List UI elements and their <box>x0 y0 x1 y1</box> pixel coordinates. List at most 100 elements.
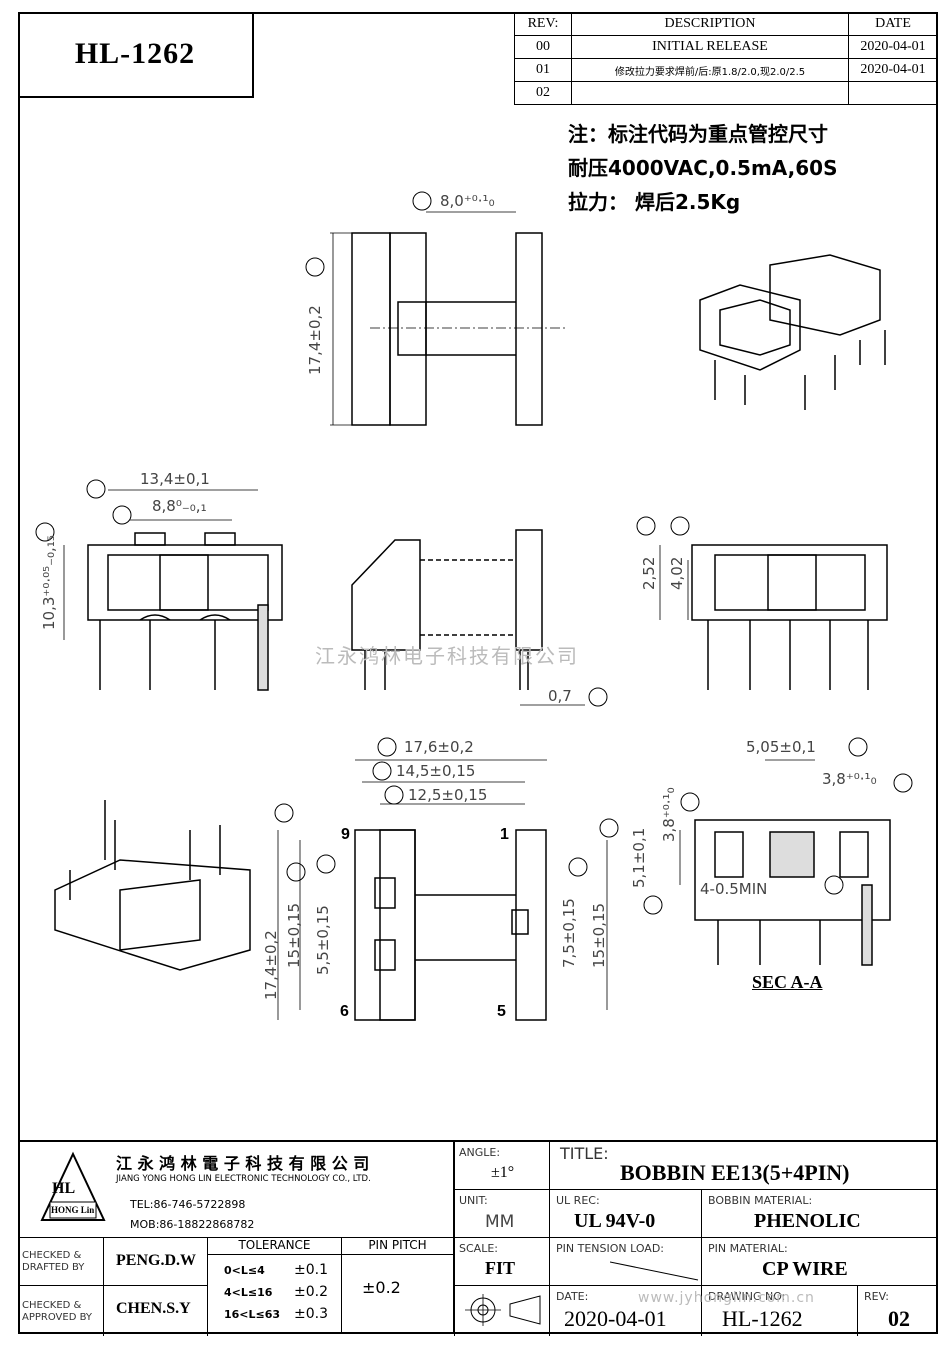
logo-text: HL <box>52 1180 76 1197</box>
dim-r: 5,05±0,1 <box>746 738 816 756</box>
ul-label: UL REC: <box>556 1194 600 1207</box>
checked-approved-value: CHEN.S.Y <box>116 1300 191 1317</box>
dim-j: 5,5±0,15 <box>314 905 332 975</box>
front-view <box>63 489 283 691</box>
pin-tension-slash <box>610 1261 699 1281</box>
date-cell: 2020-04-01 <box>848 58 938 82</box>
angle-label: ANGLE: <box>459 1146 501 1159</box>
description-cell: INITIAL RELEASE <box>571 35 849 59</box>
title-value: BOBBIN EE13(5+4PIN) <box>620 1160 850 1185</box>
dim-g: 4,02 <box>668 556 686 590</box>
bottom-view <box>277 759 608 1021</box>
dim-h: 17,4±0,2 <box>262 930 280 1000</box>
checked-drafted-value: PENG.D.W <box>116 1252 196 1269</box>
company-name-en: JIANG YONG HONG LIN ELECTRONIC TECHNOLOG… <box>116 1174 371 1184</box>
isometric-view-bottom <box>54 800 251 971</box>
pin-label: 9 <box>341 826 350 843</box>
date-value: 2020-04-01 <box>564 1306 667 1331</box>
pin-label: 5 <box>497 1003 506 1020</box>
dim-f: 2,52 <box>640 556 658 590</box>
pin-material-cell: PIN MATERIAL: CP WIRE <box>702 1238 938 1286</box>
drawing-no-cell: DRAWING NO: HL-1262 <box>702 1286 858 1336</box>
scale-label: SCALE: <box>459 1242 498 1255</box>
title-label: TITLE: <box>560 1144 609 1163</box>
company-name-cn: 江 永 鸿 林 電 子 科 技 有 限 公 司 <box>116 1154 370 1173</box>
date-cell: 2020-04-01 <box>848 35 938 59</box>
pin-pitch-value: ±0.2 <box>362 1278 401 1297</box>
dimension-markers <box>35 191 913 915</box>
rear-view <box>659 544 888 690</box>
bobbin-material-label: BOBBIN MATERIAL: <box>708 1194 813 1207</box>
logo-subtext: HONG Lin <box>51 1205 95 1215</box>
watermark: 江永鸿林电子科技有限公司 <box>315 644 579 668</box>
angle-cell: ANGLE: ±1° <box>454 1142 550 1190</box>
dim-n: 7,5±0,15 <box>560 898 578 968</box>
note-pull-force: 拉力： 焊后2.5Kg <box>568 190 741 214</box>
rev-cell: 02 <box>514 81 572 105</box>
bobbin-material-value: PHENOLIC <box>754 1210 861 1232</box>
revision-table: REV: DESCRIPTION DATE 00 INITIAL RELEASE… <box>514 12 938 105</box>
rev-value: 02 <box>888 1306 910 1331</box>
side-view <box>351 529 585 706</box>
ul-value: UL 94V-0 <box>574 1210 656 1232</box>
drawing-frame <box>18 12 938 1334</box>
tolerance-value: ±0.2 <box>294 1284 328 1300</box>
part-number: HL-1262 <box>18 12 254 98</box>
pin-pitch-cell: PIN PITCH ±0.2 <box>342 1238 454 1334</box>
scale-cell: SCALE: FIT <box>454 1238 550 1286</box>
dim-s: 3,8⁺⁰·¹₀ <box>822 770 877 788</box>
dim-m: 12,5±0,15 <box>408 786 488 804</box>
checked-drafted-label-cell: CHECKED & DRAFTED BY <box>18 1238 104 1286</box>
dim-d: 8,8⁰₋₀,₁ <box>152 497 207 515</box>
tolerance-cell: TOLERANCE 0<L≤4 ±0.1 4<L≤16 ±0.2 16<L≤63… <box>208 1238 342 1334</box>
dim-n2: 15±0,15 <box>590 902 608 968</box>
pin-pitch-label: PIN PITCH <box>342 1238 453 1255</box>
title-block: HL HONG Lin 江 永 鸿 林 電 子 科 技 有 限 公 司 JIAN… <box>18 1140 938 1336</box>
note-voltage: 耐压4000VAC,0.5mA,60S <box>568 156 838 180</box>
rev-cell: REV: 02 <box>858 1286 938 1336</box>
tolerance-value: ±0.3 <box>294 1306 328 1322</box>
tolerance-range: 16<L≤63 <box>224 1308 281 1321</box>
checked-approved-label-cell: CHECKED & APPROVED BY <box>18 1286 104 1336</box>
drawing-no-value: HL-1262 <box>722 1306 803 1331</box>
dim-a: 8,0⁺⁰·¹₀ <box>440 192 495 210</box>
company-logo <box>40 1151 106 1221</box>
date-cell: DATE: 2020-04-01 <box>550 1286 702 1336</box>
checked-drafted-label: CHECKED & DRAFTED BY <box>22 1250 85 1273</box>
footer-watermark: www.jyhonglin.com.cn <box>638 1290 815 1306</box>
dim-e: 10,3⁺⁰·⁰⁵₋₀,₁₅ <box>40 535 58 630</box>
date-cell <box>848 81 938 105</box>
tolerance-label: TOLERANCE <box>208 1238 341 1255</box>
unit-label: UNIT: <box>459 1194 488 1207</box>
company-tel: TEL:86-746-5722898 <box>130 1198 246 1211</box>
projection-symbol-icon <box>465 1294 541 1326</box>
section-label: SEC A-A <box>752 972 823 992</box>
rev-label: REV: <box>864 1290 889 1303</box>
technical-drawing <box>35 191 913 1021</box>
checked-approved-label: CHECKED & APPROVED BY <box>22 1300 93 1323</box>
dim-i: 15±0,15 <box>285 902 303 968</box>
pin-label: 1 <box>500 826 509 843</box>
pin-label: 6 <box>340 1003 349 1020</box>
description-cell <box>571 81 849 105</box>
dim-k: 17,6±0,2 <box>404 738 474 756</box>
checked-approved-value-cell: CHEN.S.Y <box>104 1286 208 1336</box>
unit-cell: UNIT: MM <box>454 1190 550 1238</box>
company-block: HL HONG Lin 江 永 鸿 林 電 子 科 技 有 限 公 司 JIAN… <box>18 1142 454 1238</box>
section-view <box>679 759 891 966</box>
rev-cell: 01 <box>514 58 572 82</box>
top-view <box>330 211 568 426</box>
tolerance-range: 0<L≤4 <box>224 1264 265 1277</box>
ul-cell: UL REC: UL 94V-0 <box>550 1190 702 1238</box>
checked-drafted-value-cell: PENG.D.W <box>104 1238 208 1286</box>
dim-l: 14,5±0,15 <box>396 762 476 780</box>
tolerance-range: 4<L≤16 <box>224 1286 273 1299</box>
dim-b: 17,4±0,2 <box>306 305 324 375</box>
projection-symbol-cell <box>454 1286 550 1336</box>
isometric-view-top <box>699 254 886 410</box>
dim-t: 4-0.5MIN <box>700 880 768 898</box>
title-cell: TITLE: BOBBIN EE13(5+4PIN) <box>550 1142 938 1190</box>
unit-value: MM <box>485 1212 515 1232</box>
tolerance-value: ±0.1 <box>294 1262 328 1278</box>
date-header: DATE <box>848 12 938 36</box>
